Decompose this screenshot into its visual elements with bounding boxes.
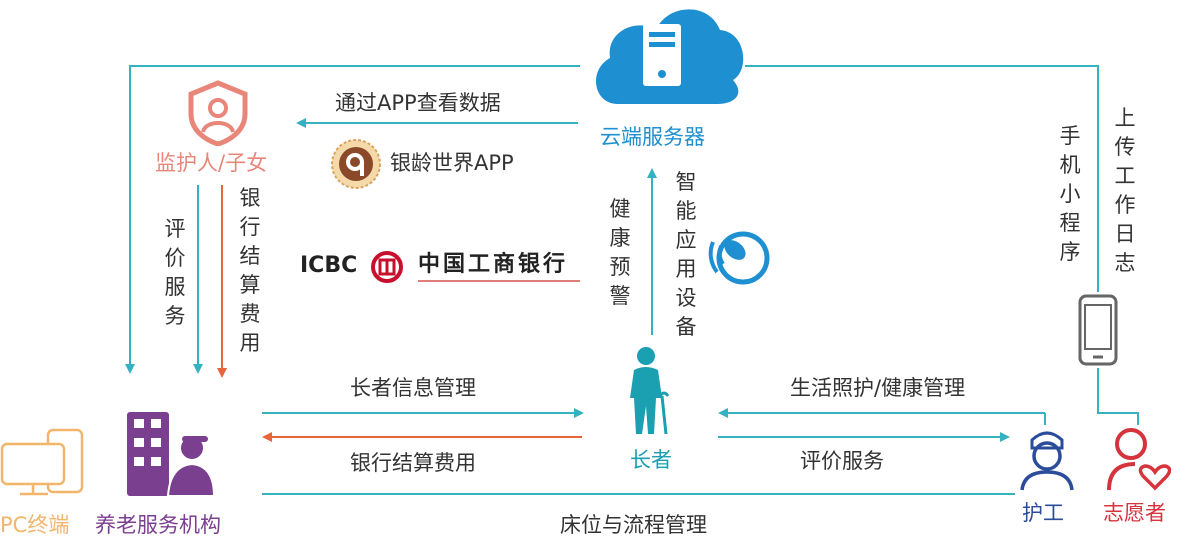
icbc-name: 中国工商银行 [418,252,569,277]
nurse-label: 护工 [1022,501,1064,525]
volunteer-label: 志愿者 [1103,501,1166,525]
evaluate-left-label: 评价服务 [164,217,186,328]
guardian-label: 监护人/子女 [155,151,268,175]
guardian-shield-icon [188,80,248,146]
cloud-server-label: 云端服务器 [600,125,705,149]
cloud-to-institution-line [125,65,580,374]
care-label: 生活照护/健康管理 [790,376,966,400]
phone-to-staff-line [1097,368,1139,425]
pc-terminal-icon [0,428,84,496]
smart-device-icon [708,231,770,285]
evaluate-right-label: 评价服务 [800,449,884,473]
view-data-label: 通过APP查看数据 [335,91,501,115]
yinling-app-logo-icon [331,139,381,189]
app-label: 银龄世界APP [390,151,514,175]
cloud-server-icon [596,9,744,104]
institution-label: 养老服务机构 [95,513,221,537]
smart-device-label: 智能应用设备 [675,170,697,339]
elder-label: 长者 [630,448,672,472]
volunteer-icon [1107,428,1171,491]
care-institution-icon [127,412,216,497]
upload-log-label: 上传工作日志 [1114,106,1136,275]
health-alert-label: 健康预警 [609,197,631,308]
bank-fee-label: 银行结算费用 [350,451,476,475]
cloud-to-phone-line [745,65,1099,292]
bed-flow-label: 床位与流程管理 [560,513,707,537]
bank-fee-vertical-label: 银行结算费用 [239,186,261,355]
phone-icon [1078,294,1118,366]
icbc-logo-text: ICBC [300,253,358,278]
icbc-logo-icon [371,251,403,283]
mini-program-label: 手机小程序 [1059,124,1081,264]
nurse-icon [1020,431,1074,491]
pc-label: PC终端 [0,513,70,537]
elder-icon [630,347,670,435]
elder-info-label: 长者信息管理 [350,376,476,400]
